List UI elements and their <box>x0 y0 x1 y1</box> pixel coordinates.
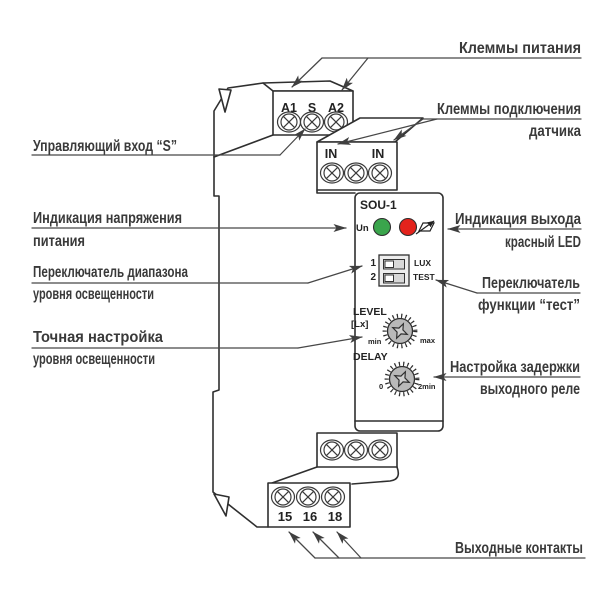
dip-handle-2[interactable] <box>384 274 394 282</box>
level-unit: [Lx] <box>351 319 368 330</box>
relay-output-icon <box>415 220 435 235</box>
front-panel: SOU-1 Un 1 2 LUX TEST LEVEL [Lx] min <box>351 192 444 432</box>
callout-control-input: Управляющий вход “S” <box>33 138 177 155</box>
callout-test-switch-line1: Переключатель <box>482 275 580 292</box>
delay-knob-ticks <box>384 361 420 397</box>
terminal-label-in2: IN <box>372 147 385 161</box>
callout-level-adjust-line2: уровня освещенности <box>33 351 155 368</box>
terminal-label-in1: IN <box>325 147 338 161</box>
dip-label-2: 2 <box>370 272 376 283</box>
din-profile <box>212 82 269 528</box>
arrow-control-input <box>279 128 306 156</box>
callout-test-switch-line2: функции “тест” <box>478 297 580 314</box>
dip-label-1: 1 <box>370 258 376 269</box>
din-clip-top <box>218 88 232 113</box>
terminal-label-16: 16 <box>303 509 317 524</box>
screw-icon <box>319 439 345 461</box>
delay-knob: DELAY 0 2min <box>353 351 436 397</box>
screw-icon <box>295 486 321 508</box>
dip-switch: 1 2 LUX TEST <box>370 254 436 287</box>
arrow-power-a2 <box>341 57 369 91</box>
arrow-sensor-in2 <box>393 118 424 141</box>
callout-range-switch-line2: уровня освещенности <box>33 286 154 303</box>
model-label: SOU-1 <box>360 198 397 212</box>
arrow-level-adjust <box>297 335 363 349</box>
callout-sensor-line2: датчика <box>529 123 581 140</box>
level-knob-slot <box>391 322 409 340</box>
screw-icon <box>367 439 393 461</box>
level-title: LEVEL <box>353 306 387 318</box>
delay-max-label: 2min <box>418 382 436 391</box>
power-block-roof <box>262 80 354 92</box>
level-min-label: min <box>368 337 382 346</box>
terminal-label-18: 18 <box>328 509 342 524</box>
callout-output-contacts: Выходные контакты <box>455 540 583 557</box>
output-terminal-block: 15 16 18 <box>267 482 351 528</box>
callout-texts-left: Управляющий вход “S” Индикация напряжени… <box>33 138 188 368</box>
callout-output-led-line1: Индикация выхода <box>455 211 581 228</box>
screw-icon <box>270 486 296 508</box>
screw-icon <box>343 162 369 184</box>
screw-icon <box>319 162 345 184</box>
level-knob: LEVEL [Lx] min max <box>351 306 436 349</box>
delay-knob-slot <box>393 370 411 388</box>
dip-handle-1[interactable] <box>384 260 394 268</box>
front-panel-body <box>354 192 444 432</box>
callout-output-led-line2: красный LED <box>505 234 581 251</box>
din-clip-bottom <box>213 493 230 517</box>
device-outline <box>212 82 356 528</box>
arrow-output-16 <box>312 531 340 559</box>
callout-sensor-line1: Клеммы подключения <box>437 101 581 118</box>
terminal-label-15: 15 <box>278 509 292 524</box>
screw-icon <box>343 439 369 461</box>
callout-delay-adjust-line2: выходного реле <box>480 381 580 398</box>
arrow-output-15 <box>288 531 316 559</box>
level-knob-ticks <box>382 313 418 349</box>
lower-casing-edge <box>316 189 356 194</box>
middle-block-left-edge <box>271 466 318 484</box>
callout-delay-adjust-line1: Настройка задержки <box>450 359 580 376</box>
screw-icon <box>367 162 393 184</box>
middle-terminal-block <box>271 432 400 485</box>
output-led-red <box>398 217 418 237</box>
callout-range-switch-line1: Переключатель диапазона <box>33 264 188 281</box>
screw-icon <box>276 111 302 133</box>
dip-label-test: TEST <box>413 272 436 282</box>
level-max-label: max <box>420 336 436 345</box>
terminal-label-a2: A2 <box>328 101 344 115</box>
arrow-power-a1 <box>291 57 323 88</box>
callout-supply-led-line2: питания <box>33 233 85 250</box>
top-face-edge <box>213 134 274 158</box>
terminal-label-a1: A1 <box>281 101 297 115</box>
callout-level-adjust-line1: Точная настройка <box>33 329 163 346</box>
screw-icon <box>299 111 325 133</box>
screw-icon <box>320 486 346 508</box>
callout-texts-right: Клеммы питания Клеммы подключения датчик… <box>437 40 583 557</box>
delay-title: DELAY <box>353 351 388 363</box>
delay-min-label: 0 <box>379 382 383 391</box>
arrow-test-switch <box>435 279 478 294</box>
arrow-range-switch <box>307 265 363 284</box>
un-label: Un <box>356 223 369 234</box>
callout-supply-led-line1: Индикация напряжения <box>33 210 182 227</box>
terminal-label-s: S <box>308 101 316 115</box>
power-terminal-block: A1 S A2 <box>262 80 354 136</box>
arrow-output-18 <box>336 531 362 559</box>
callout-power: Клеммы питания <box>459 40 581 57</box>
dip-label-lux: LUX <box>414 258 431 268</box>
power-led-green <box>372 217 392 237</box>
arrow-sensor-in1 <box>337 118 438 145</box>
callout-lines <box>31 57 586 559</box>
middle-block-right-wing <box>351 466 400 485</box>
